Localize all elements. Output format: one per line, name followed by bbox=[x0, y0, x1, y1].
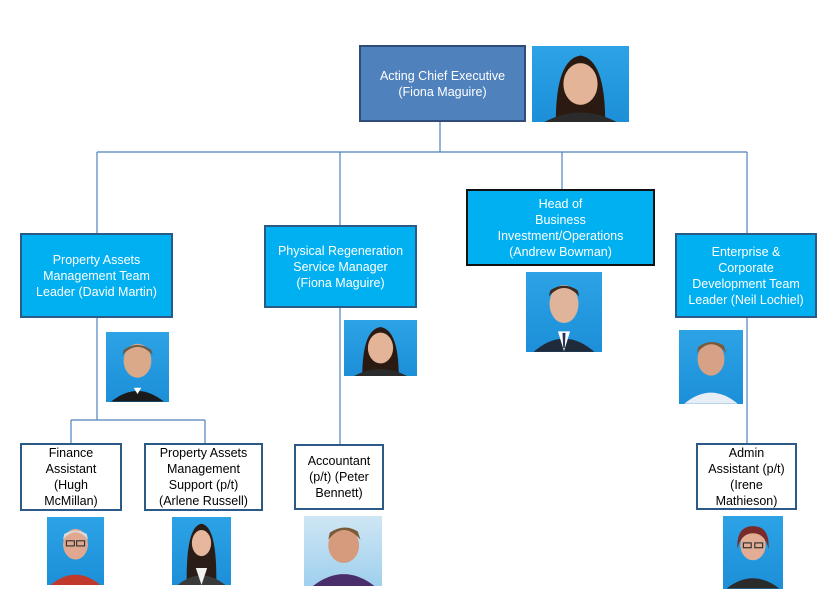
manager-line: Development Team bbox=[692, 276, 800, 291]
david-martin-photo bbox=[106, 332, 169, 402]
business-investment-head-box: Head of Business Investment/Operations (… bbox=[466, 189, 655, 266]
irene-mathieson-photo bbox=[723, 516, 783, 589]
manager-line: Service Manager bbox=[293, 259, 388, 274]
staff-line: Mathieson) bbox=[715, 493, 778, 508]
manager-line: Physical Regeneration bbox=[277, 243, 404, 258]
manager-line: Enterprise & bbox=[711, 244, 781, 259]
finance-assistant-box: Finance Assistant (Hugh McMillan) bbox=[20, 443, 122, 511]
manager-line: Investment/Operations bbox=[497, 228, 624, 243]
staff-line: Bennett) bbox=[315, 486, 363, 500]
manager-line: Business bbox=[535, 212, 586, 227]
root-name: (Fiona Maguire) bbox=[398, 84, 487, 99]
staff-line: McMillan) bbox=[44, 494, 98, 508]
root-title: Acting Chief Executive bbox=[379, 68, 506, 83]
peter-bennett-photo bbox=[304, 516, 382, 586]
staff-line: Finance bbox=[48, 446, 94, 460]
staff-line: Management bbox=[167, 462, 240, 476]
staff-line: Assistant bbox=[45, 462, 97, 476]
manager-line: Corporate bbox=[718, 260, 774, 275]
staff-line: Property Assets bbox=[159, 446, 248, 460]
staff-line: Support (p/t) bbox=[168, 478, 239, 492]
manager-line: (Fiona Maguire) bbox=[296, 275, 385, 290]
manager-line: Leader (David Martin) bbox=[36, 284, 157, 299]
staff-line: (p/t) (Peter bbox=[309, 470, 369, 484]
staff-line: Assistant (p/t) bbox=[708, 461, 785, 476]
staff-line: (Irene bbox=[730, 477, 763, 492]
acting-chief-executive-box: Acting Chief Executive (Fiona Maguire) bbox=[359, 45, 526, 122]
property-assets-support-box: Property Assets Management Support (p/t)… bbox=[144, 443, 263, 511]
manager-line: Management Team bbox=[43, 268, 150, 283]
andrew-bowman-photo bbox=[526, 272, 602, 352]
manager-line: (Andrew Bowman) bbox=[509, 244, 612, 259]
physical-regeneration-manager-box: Physical Regeneration Service Manager (F… bbox=[264, 225, 417, 308]
neil-lochiel-photo bbox=[679, 330, 743, 404]
hugh-mcmillan-photo bbox=[47, 517, 104, 585]
admin-assistant-box: Admin Assistant (p/t) (Irene Mathieson) bbox=[696, 443, 797, 510]
accountant-box: Accountant (p/t) (Peter Bennett) bbox=[294, 444, 384, 510]
property-assets-manager-box: Property Assets Management Team Leader (… bbox=[20, 233, 173, 318]
staff-line: Admin bbox=[728, 445, 765, 460]
manager-line: Property Assets bbox=[52, 252, 141, 267]
fiona-maguire-photo bbox=[344, 320, 417, 376]
fiona-maguire-photo bbox=[532, 46, 629, 122]
arlene-russell-photo bbox=[172, 517, 231, 585]
staff-line: (Hugh bbox=[53, 478, 89, 492]
staff-line: Accountant bbox=[307, 454, 371, 468]
manager-line: Head of bbox=[538, 196, 583, 211]
staff-line: (Arlene Russell) bbox=[159, 494, 248, 508]
enterprise-development-manager-box: Enterprise & Corporate Development Team … bbox=[675, 233, 817, 318]
manager-line: Leader (Neil Lochiel) bbox=[688, 292, 804, 307]
